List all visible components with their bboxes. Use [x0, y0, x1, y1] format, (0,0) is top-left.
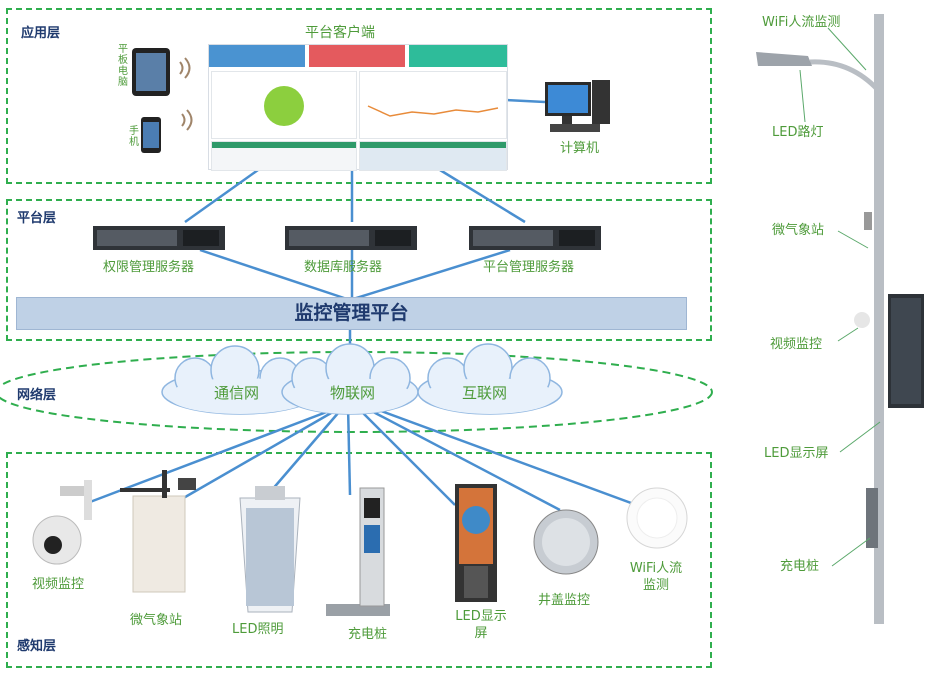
server-label-database: 数据库服务器: [304, 260, 383, 275]
weather-station-icon: [120, 470, 196, 593]
pie-chart-icon: [264, 86, 304, 126]
device-label-weather: 微气象站: [130, 613, 183, 628]
server-permission: [93, 226, 225, 250]
computer-icon: [545, 80, 610, 132]
dashboard-red-header: [309, 45, 405, 67]
dashboard-pie-panel: [211, 71, 357, 139]
dashboard-map-panel: [359, 141, 507, 171]
platform-layer: [6, 199, 712, 341]
tablet-icon: [132, 48, 170, 96]
server-label-platform: 平台管理服务器: [483, 260, 575, 275]
pole-label-weather: 微气象站: [772, 223, 825, 238]
led-streetlight-icon: [239, 486, 301, 613]
cloud-iot: [281, 343, 419, 415]
monitoring-platform-bar: 监控管理平台: [16, 297, 687, 330]
server-platform: [469, 226, 601, 250]
wireless-waves-icon: [179, 57, 193, 131]
pole-label-charger: 充电桩: [780, 559, 820, 574]
pole-label-led-display: LED显示屏: [764, 446, 829, 461]
line-trend-icon: [367, 105, 499, 117]
server-label-permission: 权限管理服务器: [103, 260, 195, 275]
pole-label-video: 视频监控: [770, 337, 823, 352]
dashboard-line-panel: [359, 71, 507, 139]
connection-lines: [89, 98, 651, 512]
pole-callout-lines: [799, 27, 881, 567]
wifi-sensor-icon: [626, 487, 688, 549]
dashboard-blue-header: [209, 45, 305, 67]
device-label-video: 视频监控: [32, 577, 85, 592]
application-layer-title: 应用层: [21, 26, 61, 41]
network-layer-title: 网络层: [17, 388, 57, 403]
device-label-wifi: WiFi人流监测: [629, 561, 683, 593]
charging-pile-icon: [326, 487, 390, 616]
dome-camera-icon: [32, 480, 92, 565]
phone-label: 手机: [129, 126, 139, 148]
dashboard-table-panel: [211, 141, 357, 171]
table-header-bar: [212, 142, 356, 148]
perception-layer: [6, 452, 712, 668]
led-display-screen-icon: [455, 484, 497, 602]
cloud-telecom: [161, 345, 319, 415]
map-header-bar: [360, 142, 506, 148]
application-layer: [6, 8, 712, 184]
device-label-charger: 充电桩: [348, 627, 388, 642]
cloud-internet: [417, 343, 563, 415]
cloud-label-iot: 物联网: [330, 384, 376, 402]
server-database: [285, 226, 417, 250]
client-title: 平台客户端: [305, 25, 375, 41]
client-dashboard: [208, 44, 508, 171]
dashboard-teal-header: [409, 45, 507, 67]
cloud-label-internet: 互联网: [462, 384, 508, 402]
device-label-led-light: LED照明: [232, 622, 284, 637]
device-label-manhole: 井盖监控: [538, 593, 591, 608]
manhole-cover-icon: [533, 509, 599, 575]
device-label-led-display: LED显示屏: [455, 609, 507, 641]
phone-icon: [141, 117, 161, 153]
pole-label-wifi: WiFi人流监测: [762, 15, 841, 30]
smart-pole: [756, 14, 924, 624]
tablet-label: 平板电脑: [118, 44, 128, 88]
cloud-shapes: [161, 343, 563, 415]
perception-layer-title: 感知层: [17, 639, 57, 654]
platform-layer-title: 平台层: [17, 211, 57, 226]
computer-label: 计算机: [560, 141, 600, 156]
cloud-label-telecom: 通信网: [214, 384, 260, 402]
pole-label-led-light: LED路灯: [772, 125, 824, 140]
